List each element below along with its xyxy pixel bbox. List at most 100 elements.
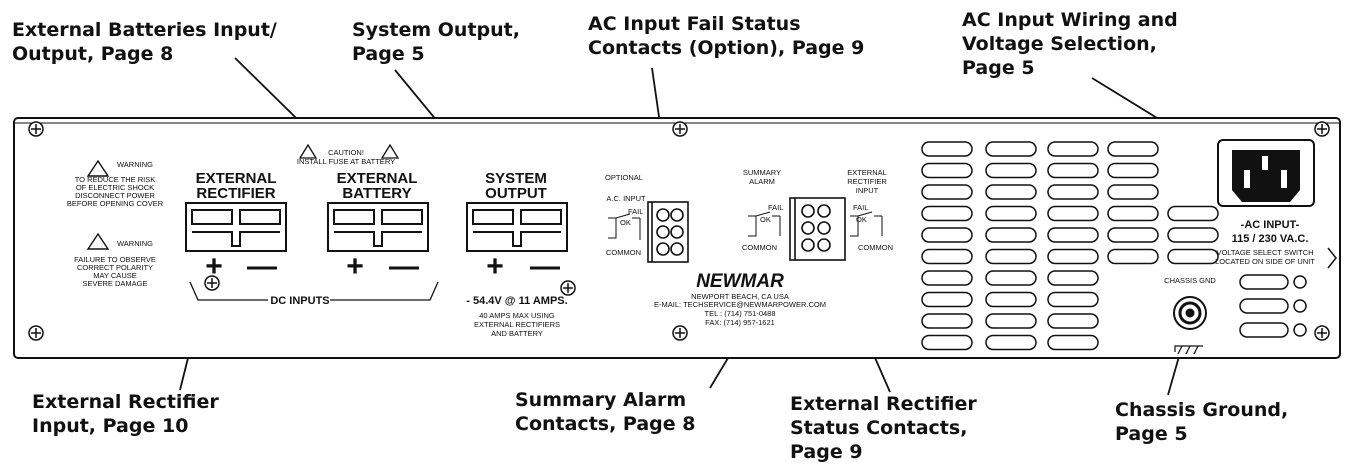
summary-alarm-label: SUMMARY bbox=[743, 168, 781, 177]
callout-line: Page 9 bbox=[790, 441, 863, 463]
vent-slot bbox=[985, 291, 1037, 308]
vent-slot bbox=[985, 334, 1037, 351]
vent-slot bbox=[1047, 313, 1099, 329]
terminal-block-alarm[interactable] bbox=[789, 197, 846, 261]
connector-ext-rectifier[interactable] bbox=[185, 202, 287, 252]
ext-rect-input-label: INPUT bbox=[856, 186, 879, 195]
caution-text: INSTALL FUSE AT BATTERY bbox=[297, 157, 395, 166]
chassis-ground-stud[interactable] bbox=[1173, 296, 1207, 330]
vent-slot bbox=[1047, 141, 1099, 157]
vent-slot bbox=[921, 227, 973, 243]
caution-title: CAUTION! bbox=[328, 148, 364, 157]
fail-label: FAIL bbox=[628, 207, 643, 216]
callout-line: Page 5 bbox=[1115, 423, 1188, 445]
vent-slot bbox=[921, 291, 973, 308]
vent-slot bbox=[985, 227, 1037, 243]
ok-label: OK bbox=[620, 218, 631, 227]
screws bbox=[28, 121, 1330, 341]
vent-slot bbox=[1167, 227, 1219, 243]
voltage-label: 115 / 230 VA.C. bbox=[1232, 233, 1309, 245]
ac-input-small-label: A.C. INPUT bbox=[606, 194, 646, 203]
dc-inputs-bracket bbox=[189, 281, 439, 301]
warning-text: FAILURE TO OBSERVE bbox=[74, 255, 156, 264]
vent-slot bbox=[985, 313, 1037, 329]
vent-slot bbox=[1047, 205, 1099, 222]
vent-slot bbox=[1047, 248, 1099, 265]
callout-line: Contacts (Option), Page 9 bbox=[588, 37, 865, 59]
warning-text: MAY CAUSE bbox=[93, 271, 136, 280]
ext-battery-title: EXTERNAL bbox=[337, 170, 418, 187]
vent-slot bbox=[921, 162, 973, 179]
common-label: COMMON bbox=[858, 243, 893, 252]
warning-text: DISCONNECT POWER bbox=[75, 191, 155, 200]
warning-text: OF ELECTRIC SHOCK bbox=[76, 183, 154, 192]
round-holes bbox=[1293, 275, 1307, 337]
callout-line: Contacts, Page 8 bbox=[515, 413, 696, 435]
ext-rect-input-label: EXTERNAL bbox=[847, 168, 887, 177]
screw-icon bbox=[1314, 325, 1330, 341]
relay-symbol bbox=[748, 211, 781, 237]
plus-sign: + bbox=[486, 250, 504, 283]
vent-slot bbox=[1047, 184, 1099, 200]
ext-rect-input-label: RECTIFIER bbox=[847, 177, 887, 186]
vent-slot bbox=[1107, 162, 1159, 179]
screw-icon bbox=[28, 121, 44, 137]
ok-label: OK bbox=[760, 215, 771, 224]
vent-slot bbox=[1107, 205, 1159, 222]
plus-sign: + bbox=[205, 250, 223, 283]
callout-line: AC Input Wiring and bbox=[962, 9, 1178, 31]
round-hole bbox=[1293, 275, 1307, 289]
screw-icon bbox=[204, 275, 220, 291]
screw-icon bbox=[560, 280, 576, 296]
warning-icon bbox=[86, 159, 110, 177]
vent-slot bbox=[921, 270, 973, 286]
callout-line: External Rectifier bbox=[790, 393, 977, 415]
callout-line: Page 5 bbox=[962, 57, 1035, 79]
vent-slot bbox=[1047, 227, 1099, 243]
callout-line: Output, Page 8 bbox=[12, 43, 174, 65]
vent-slot bbox=[1107, 184, 1159, 200]
warning-title: WARNING bbox=[117, 239, 153, 248]
round-hole bbox=[1293, 299, 1307, 313]
warning-text: BEFORE OPENING COVER bbox=[67, 199, 164, 208]
ventilation-grille bbox=[921, 141, 1289, 351]
dc-inputs-label: DC INPUTS bbox=[270, 295, 329, 307]
screw-icon bbox=[672, 325, 688, 341]
callout-line: External Batteries Input/ bbox=[12, 19, 277, 41]
callout-ac-wiring: AC Input Wiring and Voltage Selection, P… bbox=[962, 8, 1178, 80]
vent-slot bbox=[921, 248, 973, 265]
vent-slot bbox=[1239, 322, 1289, 338]
caution-label: CAUTION! INSTALL FUSE AT BATTERY bbox=[297, 143, 400, 166]
warning-icon bbox=[298, 143, 318, 159]
warning-text: SEVERE DAMAGE bbox=[82, 279, 147, 288]
callout-line: System Output, bbox=[352, 19, 520, 41]
address-line: TEL : (714) 751-0488 bbox=[704, 309, 775, 318]
output-note: EXTERNAL RECTIFIERS bbox=[474, 320, 560, 329]
callout-line: Status Contacts, bbox=[790, 417, 968, 439]
minus-sign: — bbox=[530, 250, 560, 283]
system-output-title: OUTPUT bbox=[485, 185, 547, 202]
vent-slot bbox=[921, 334, 973, 351]
vent-slot bbox=[985, 270, 1037, 286]
address-line: FAX: (714) 957-1621 bbox=[705, 318, 775, 327]
system-output-title: SYSTEM bbox=[485, 170, 547, 187]
terminal-block-ac-fail[interactable] bbox=[647, 201, 689, 263]
callout-ext-rectifier-input: External Rectifier Input, Page 10 bbox=[32, 390, 219, 438]
warning-icon bbox=[380, 143, 400, 159]
callout-line: AC Input Fail Status bbox=[588, 13, 801, 35]
callout-summary-alarm: Summary Alarm Contacts, Page 8 bbox=[515, 388, 695, 436]
vent-slot bbox=[921, 205, 973, 222]
voltage-note: VOLTAGE SELECT SWITCH bbox=[1216, 248, 1313, 257]
vent-slot bbox=[921, 141, 973, 157]
ac-inlet[interactable] bbox=[1217, 139, 1315, 207]
voltage-note: LOCATED ON SIDE OF UNIT bbox=[1215, 257, 1315, 266]
screw-icon bbox=[1314, 121, 1330, 137]
output-note: AND BATTERY bbox=[491, 329, 543, 338]
connector-system-output[interactable] bbox=[466, 202, 568, 252]
vent-slot bbox=[985, 248, 1037, 265]
connector-ext-battery[interactable] bbox=[327, 202, 429, 252]
vent-slot bbox=[985, 184, 1037, 200]
callout-line: Page 5 bbox=[352, 43, 425, 65]
chassis-gnd-label: CHASSIS GND bbox=[1164, 276, 1216, 285]
